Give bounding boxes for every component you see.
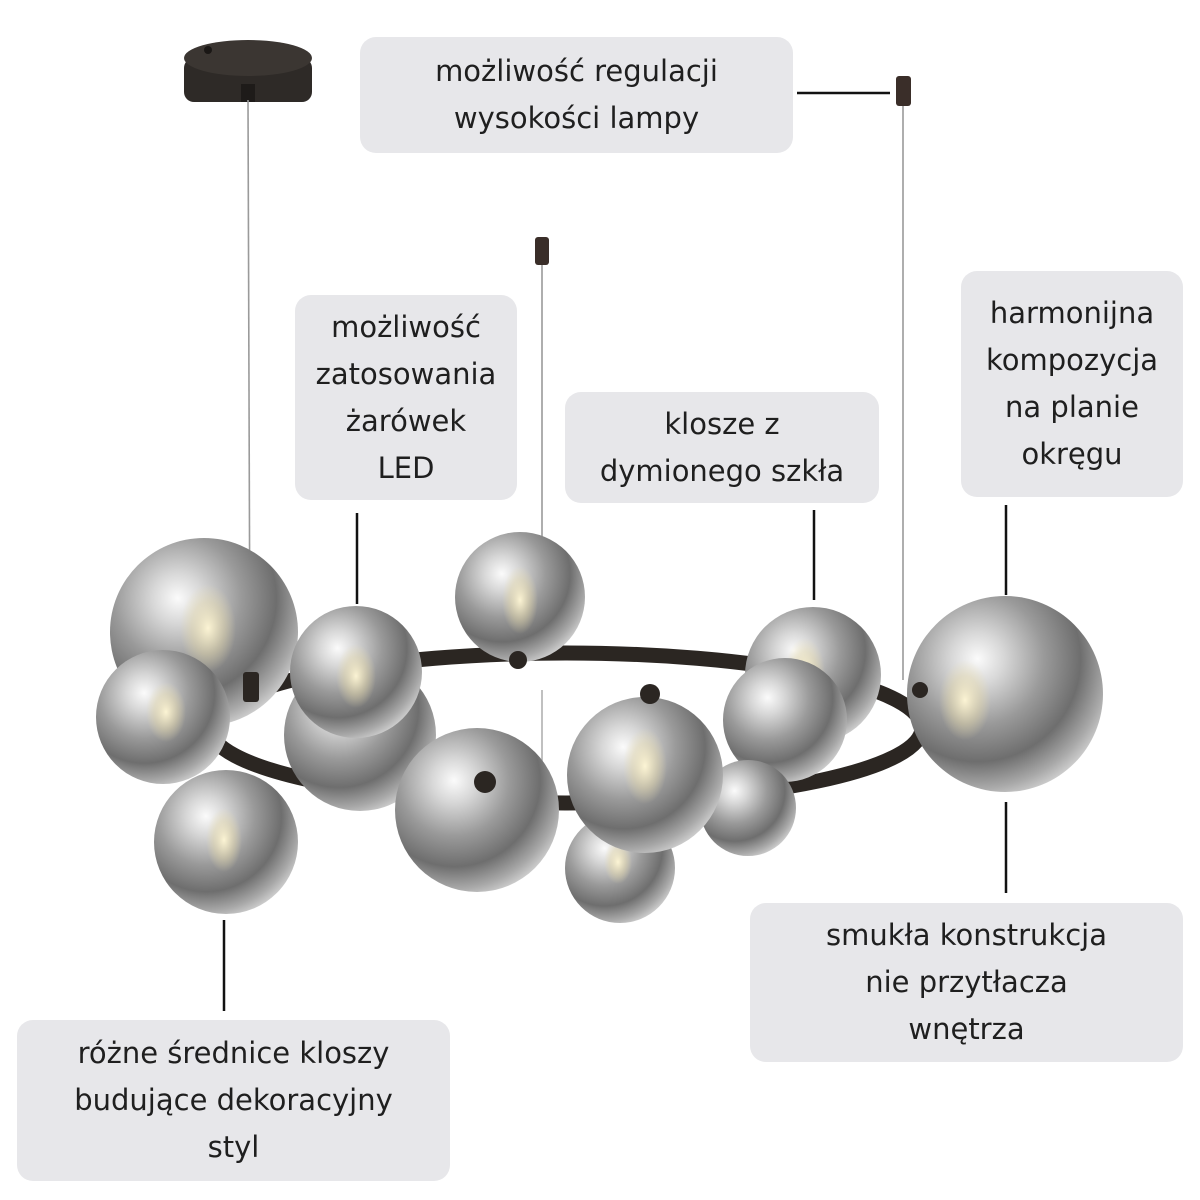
callout-smoked-glass: klosze z dymionego szkła bbox=[565, 392, 879, 503]
leader-lines bbox=[222, 91, 1008, 1011]
callout-line: nie przytłacza bbox=[865, 965, 1068, 999]
callout-line: zatosowania bbox=[315, 356, 497, 391]
callout-line: styl bbox=[207, 1130, 260, 1164]
callout-line: możliwość bbox=[331, 309, 481, 344]
globe bbox=[907, 596, 1103, 792]
globe bbox=[455, 532, 585, 662]
callout-line: możliwość regulacji bbox=[435, 54, 718, 88]
callout-line: wnętrza bbox=[908, 1012, 1025, 1046]
callout-circle-composition: harmonijna kompozycja na planie okręgu bbox=[961, 271, 1183, 497]
callout-line: dymionego szkła bbox=[599, 453, 845, 488]
callout-line: kompozycja bbox=[985, 343, 1159, 377]
globe bbox=[154, 770, 298, 914]
glass-globes bbox=[96, 532, 1103, 923]
globe bbox=[723, 658, 847, 782]
callout-line: okręgu bbox=[1021, 437, 1123, 471]
sockets bbox=[243, 651, 928, 793]
callout-height-adjust: możliwość regulacji wysokości lampy bbox=[360, 37, 793, 153]
callout-line: smukła konstrukcja bbox=[826, 918, 1107, 952]
callout-line: klosze z bbox=[664, 406, 780, 441]
globe bbox=[290, 606, 422, 738]
callout-line: na planie bbox=[1005, 390, 1139, 424]
globe bbox=[395, 728, 559, 892]
callout-line: budujące dekoracyjny bbox=[74, 1083, 393, 1117]
ceiling-canopy bbox=[184, 40, 312, 102]
cable-stoppers bbox=[535, 76, 911, 265]
callout-line: harmonijna bbox=[989, 296, 1155, 330]
callout-line: LED bbox=[377, 450, 435, 485]
callout-line: wysokości lampy bbox=[453, 101, 700, 135]
callout-line: żarówek bbox=[345, 403, 467, 438]
globe bbox=[567, 697, 723, 853]
callout-slim-construction: smukła konstrukcja nie przytłacza wnętrz… bbox=[750, 903, 1183, 1062]
globe bbox=[700, 760, 796, 856]
suspension-wires bbox=[247, 99, 904, 770]
globe bbox=[96, 650, 230, 784]
callout-line: różne średnice kloszy bbox=[77, 1036, 390, 1070]
callout-shade-diameters: różne średnice kloszy budujące dekoracyj… bbox=[17, 1020, 450, 1181]
callout-led-bulbs: możliwość zatosowania żarówek LED bbox=[295, 295, 517, 500]
